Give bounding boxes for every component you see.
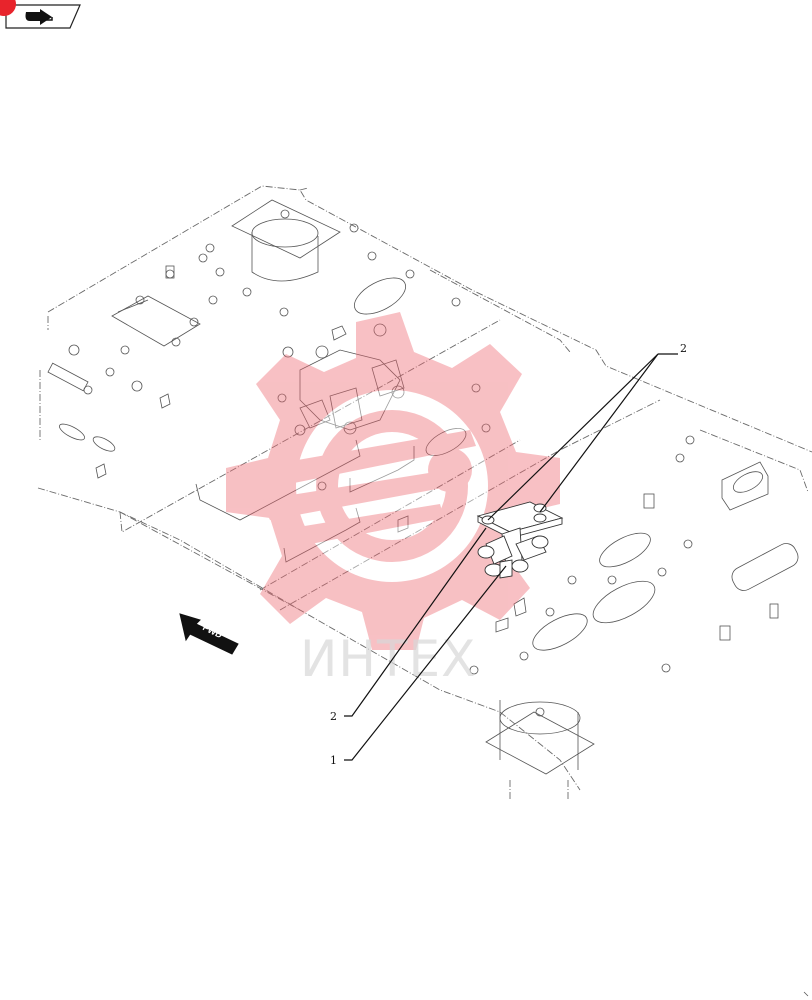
callout-1: 1 [330, 754, 337, 767]
back-button[interactable] [5, 4, 81, 29]
corner-badge-icon [0, 0, 16, 16]
corner-mark [803, 991, 809, 997]
motor-top [231, 199, 341, 282]
valve-assembly [476, 501, 564, 579]
back-arrow-icon [25, 9, 53, 25]
leader-lines [344, 353, 678, 761]
mount-brackets [495, 461, 769, 633]
channel-brackets [195, 439, 415, 563]
access-plate [111, 295, 201, 347]
floor-plate [37, 185, 812, 791]
watermark-logo [226, 312, 560, 650]
motor-bottom [485, 700, 595, 800]
fasteners [68, 223, 779, 675]
callout-2-top: 2 [680, 342, 687, 355]
watermark-text: ИНТЕХ [300, 630, 476, 688]
valve-manifold [95, 323, 405, 479]
callout-2-bottom: 2 [330, 710, 337, 723]
slot-holes [47, 277, 799, 651]
forward-direction-arrow: FWD [179, 613, 239, 655]
